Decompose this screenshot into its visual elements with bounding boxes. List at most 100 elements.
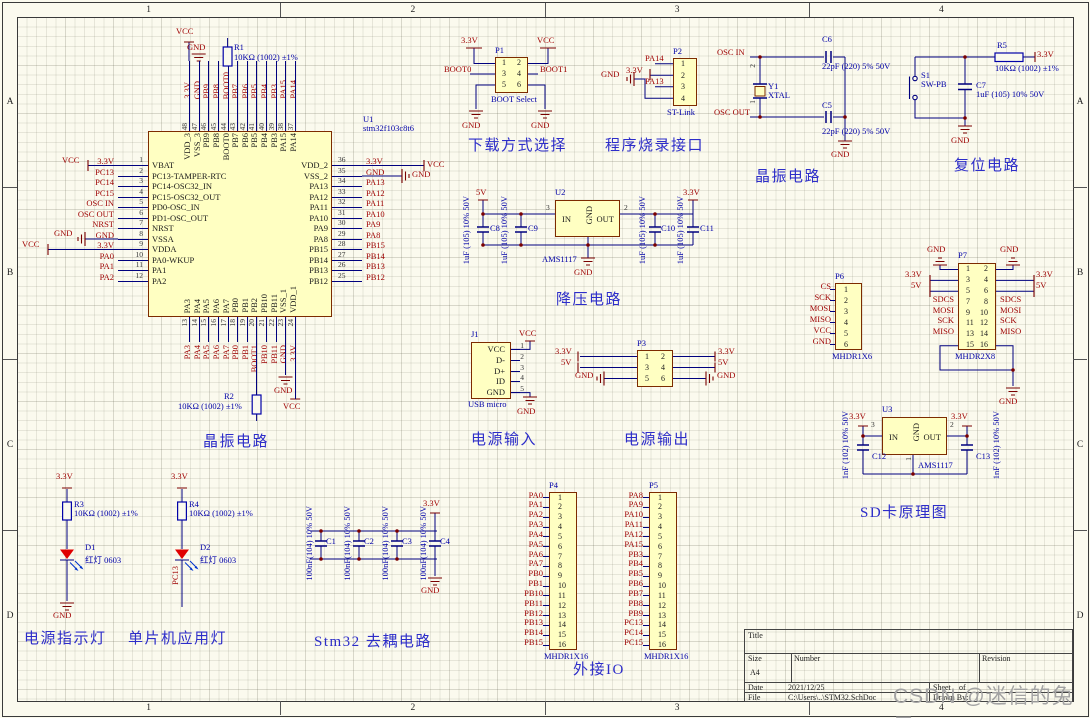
pin-name-col: VDD_1 xyxy=(288,270,299,315)
pin-number: 25 xyxy=(338,270,346,280)
pin-row: 1 2 xyxy=(495,58,528,69)
connector-p6[interactable] xyxy=(835,283,862,350)
pin-number: 37 xyxy=(286,122,296,131)
mcu-bottom-pin-names: PA3 PA4 PA5 PA6 PA7 PB0 PB1 PB2 PB10 PB1… xyxy=(182,270,299,315)
net-label: PA15 xyxy=(624,538,643,549)
p1-pins: 1 2 3 4 5 6 xyxy=(495,58,528,90)
power-port-label: 3.3V xyxy=(171,471,188,481)
mcu-pin-row: 29 PA8 xyxy=(332,229,424,245)
net-label: MOSI xyxy=(932,304,954,315)
net-label: NRST xyxy=(92,219,114,229)
cap-value: 1uF (105) 10% 50V xyxy=(499,196,509,265)
regulator-u3[interactable]: IN OUT GND xyxy=(882,417,947,455)
zone-label: C xyxy=(1073,358,1087,530)
pin-number: 43 xyxy=(228,122,238,131)
pin-number: 24 xyxy=(286,319,296,327)
pin-name: PA1 xyxy=(152,265,167,275)
net-label: PA11 xyxy=(366,198,385,208)
power-port-label: 5V xyxy=(1036,280,1047,290)
pin-number: 9 xyxy=(658,571,662,581)
power-port-label: GND xyxy=(999,396,1018,406)
pin-name: PA3 xyxy=(182,298,192,313)
pin-row: SDCS 7 8 SDCS xyxy=(933,294,1022,308)
connector-j1[interactable] xyxy=(471,342,511,399)
pin-name: PA8 xyxy=(313,233,328,244)
mcu-body[interactable] xyxy=(148,131,332,317)
net-label: PB0 xyxy=(230,345,241,360)
power-port-label: 3.3V xyxy=(683,187,700,197)
titleblock-date-label: Date xyxy=(748,683,764,692)
pin-number: 16 xyxy=(558,640,566,650)
power-port-label: 3.3V xyxy=(951,411,968,421)
power-port-label: 5V xyxy=(561,357,572,367)
net-label: PB1 xyxy=(528,578,543,589)
connector-p7[interactable] xyxy=(958,263,996,350)
cap-value: 1uF (105) 10% 50V xyxy=(461,196,471,265)
pin-number: 11 xyxy=(135,260,143,269)
connector-p2[interactable] xyxy=(673,58,697,106)
pin-number: 3 xyxy=(681,82,685,91)
net-label: PA1 xyxy=(528,499,543,510)
connector-p4[interactable] xyxy=(549,492,577,650)
power-port-label: GND xyxy=(1000,244,1019,254)
mcu-pin-col: PA15 38 xyxy=(276,55,289,131)
zone-label: B xyxy=(1073,187,1087,358)
pin-name: PC15-OSC32_OUT xyxy=(152,191,221,202)
cap-ref: C6 xyxy=(822,34,832,44)
net-label: 3.3V xyxy=(182,82,192,99)
watermark: CSDN @迷信的兔子 xyxy=(893,685,1074,718)
pin-number: 4 xyxy=(658,522,662,532)
net-label: PC14 xyxy=(624,627,643,638)
pin-name: PA13 xyxy=(309,181,328,191)
connector-p3[interactable] xyxy=(637,350,673,387)
pin-name: PD0-OSC_IN xyxy=(152,202,200,212)
cap-ref: C4 xyxy=(440,536,450,546)
power-port-label: GND xyxy=(517,406,536,416)
pin-number: 9 xyxy=(139,239,143,248)
pin-number: 30 xyxy=(338,218,346,227)
mcu-pin-row: PC14 3 xyxy=(58,177,148,192)
connector-p1[interactable] xyxy=(495,57,528,93)
pin-number: 10 xyxy=(658,581,666,591)
net-label: CS xyxy=(820,281,831,291)
pin-number: 8 xyxy=(558,561,562,571)
pin-number: 10 xyxy=(558,581,566,591)
power-port-label: 3.3V xyxy=(626,65,643,75)
pin-number: 23 xyxy=(276,319,286,327)
mcu-pin-col: 21 PB10 xyxy=(257,317,270,423)
connector-p5[interactable] xyxy=(649,492,677,650)
net-label: MISO xyxy=(1000,326,1022,337)
pin-row: 4 xyxy=(673,93,697,105)
mcu-pin-col: 16 PA6 xyxy=(209,317,222,423)
pin-number: 20 xyxy=(247,319,257,327)
resistor-ref: R3 xyxy=(74,499,84,509)
pin-number: 4 xyxy=(139,186,143,196)
net-label: OSC IN xyxy=(86,198,114,208)
regulator-u2[interactable]: IN OUT GND xyxy=(555,200,620,237)
pin-number: 34 xyxy=(338,176,346,185)
pin-number: 2 xyxy=(950,420,954,429)
mcu-pin-col: 20 BOOT1 xyxy=(247,317,260,423)
mcu-pin-row: PA0 10 xyxy=(58,250,148,266)
mcu-pin-row: PA1 11 xyxy=(58,261,148,276)
net-label: PC14 xyxy=(95,177,114,187)
pin-name: PA5 xyxy=(201,298,212,313)
pin-number: 26 xyxy=(338,260,346,269)
power-port-label: GND xyxy=(601,69,620,79)
pin-number: 12 xyxy=(135,270,144,280)
led-ref: D2 xyxy=(200,542,211,552)
mcu-pin-col: 18 PB0 xyxy=(228,317,241,423)
mcu-pin-row: 3.3V 1 xyxy=(58,156,148,171)
connector-part: USB micro xyxy=(468,399,507,409)
resistor-value: 10KΩ (1002) ±1% xyxy=(178,401,242,411)
